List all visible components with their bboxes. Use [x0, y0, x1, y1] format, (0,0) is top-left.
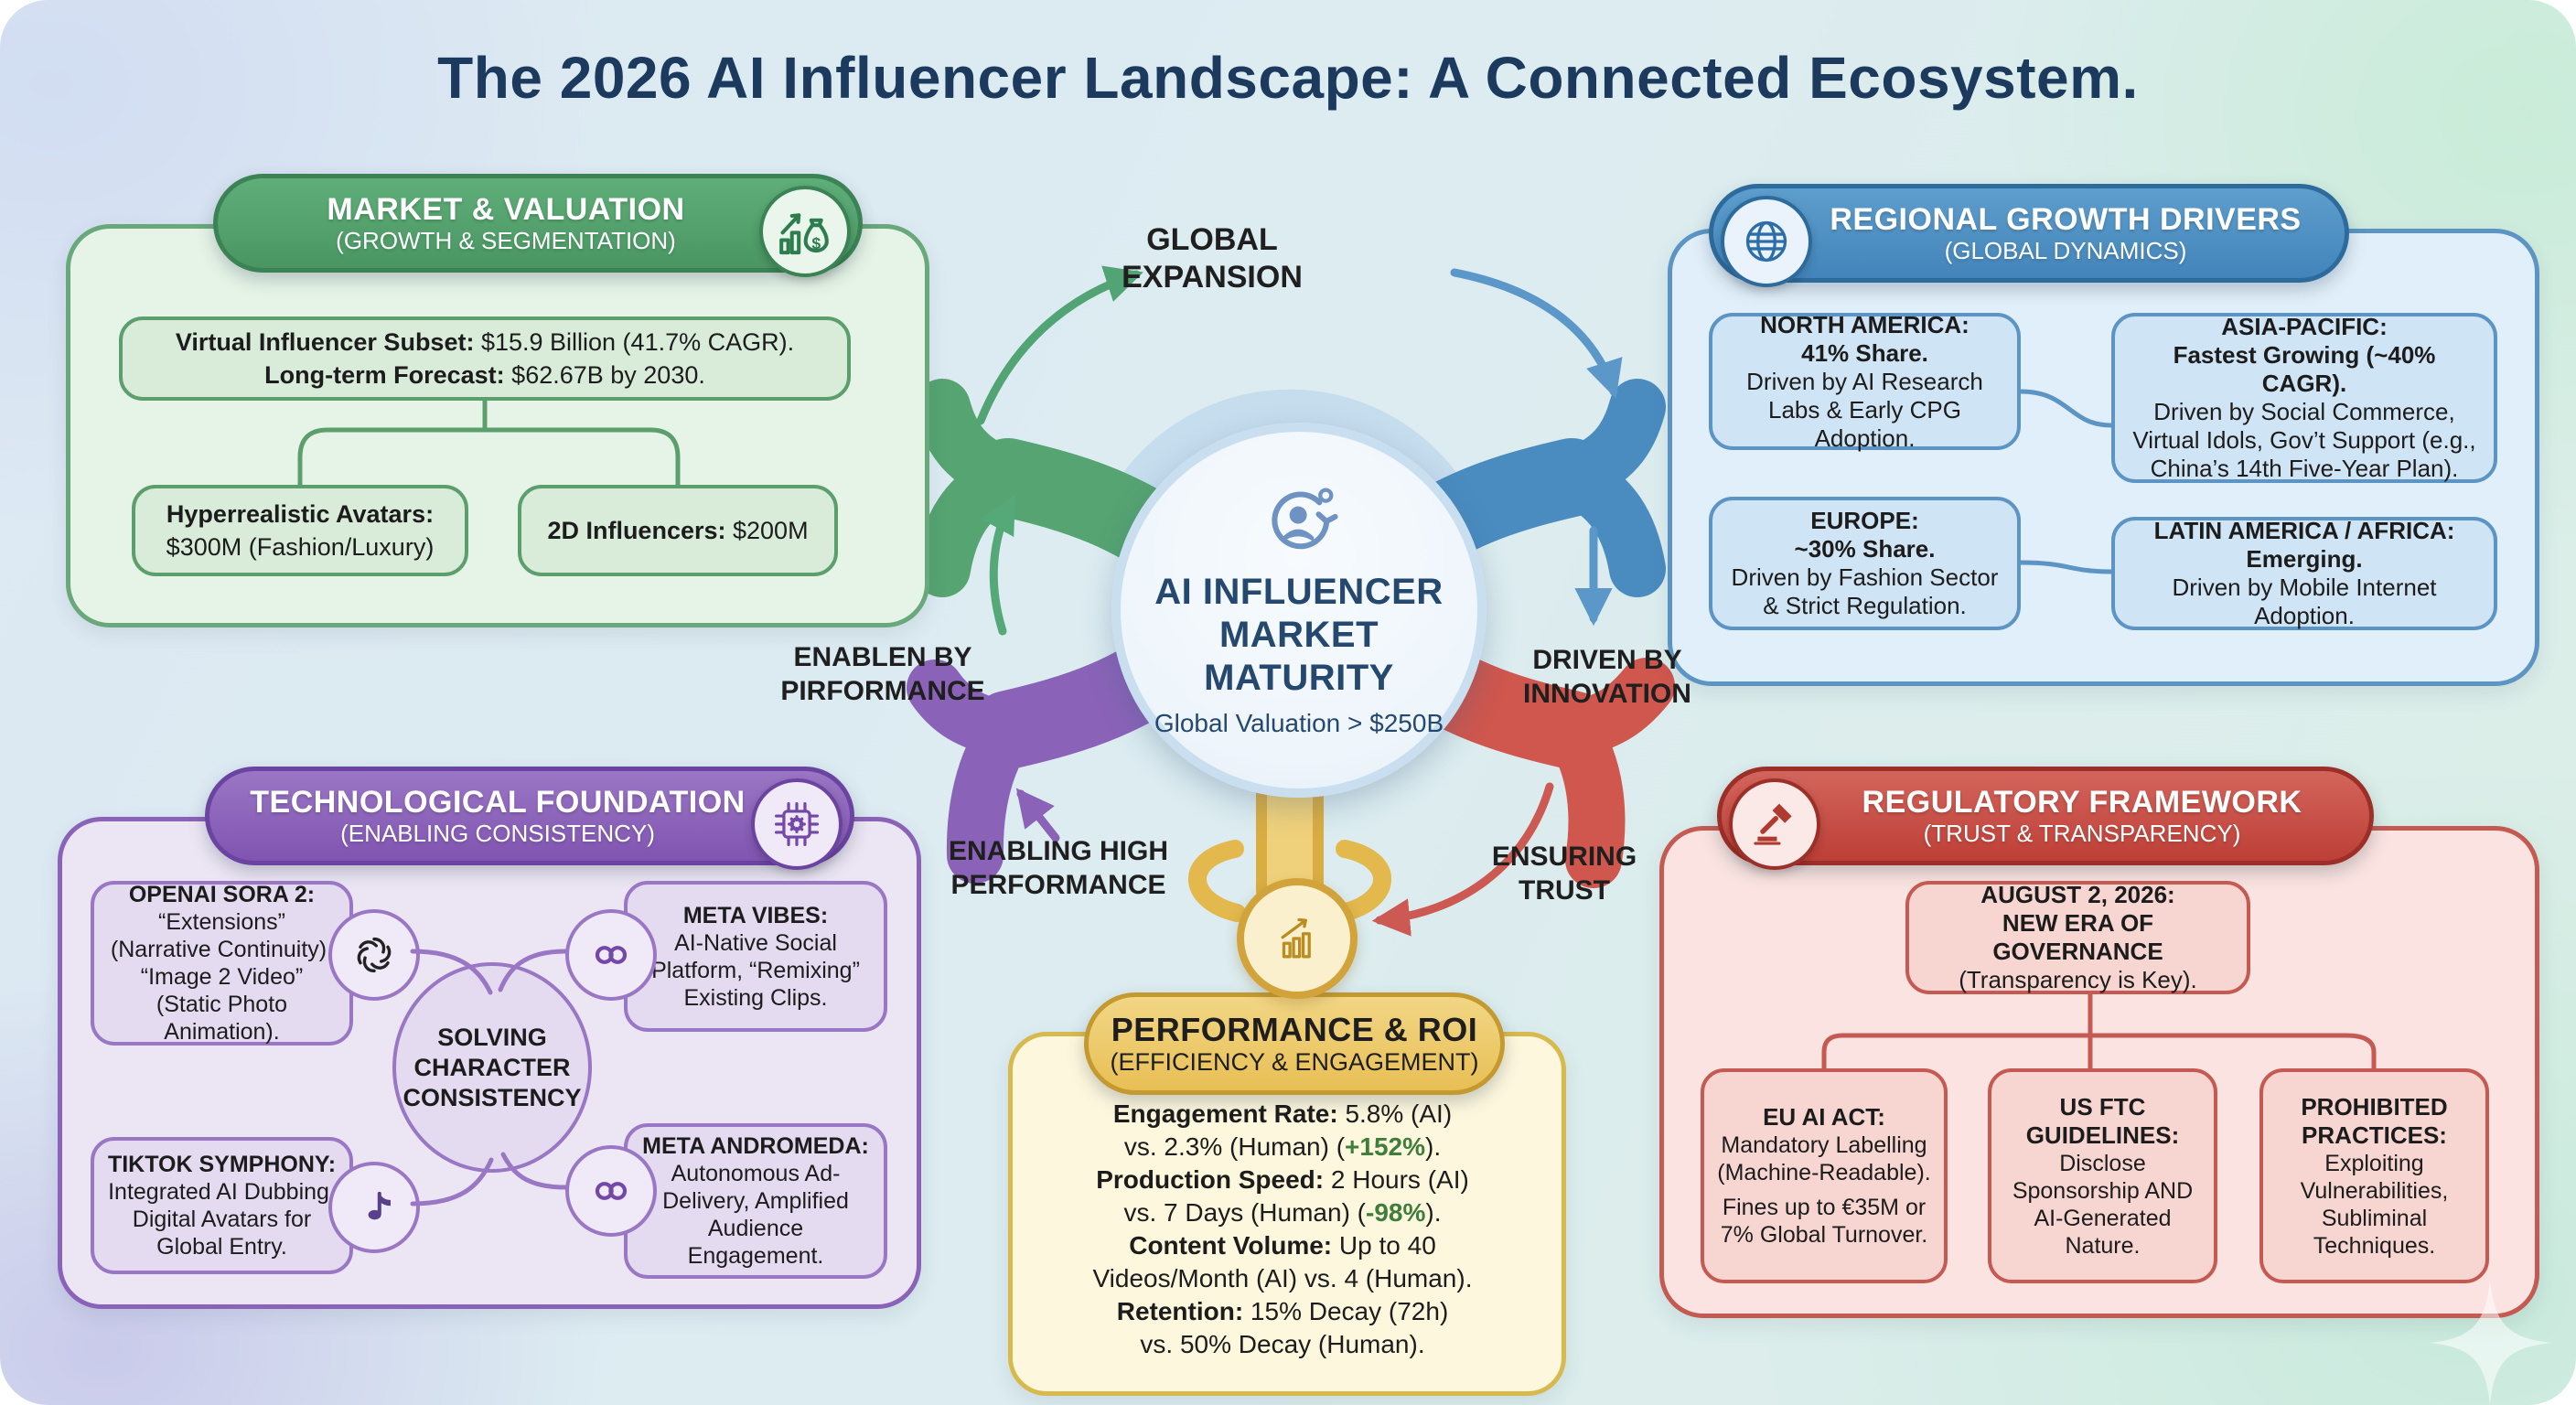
- regulatory-box-us-ftc: US FTC GUIDELINES: Disclose Sponsorship …: [1988, 1068, 2217, 1283]
- meta-infinity-icon: [565, 909, 657, 1001]
- meta-infinity-icon: [565, 1145, 657, 1237]
- regulatory-header: REGULATORY FRAMEWORK (TRUST & TRANSPAREN…: [1717, 767, 2374, 870]
- metric-retention: Retention: 15% Decay (72h) vs. 50% Decay…: [1116, 1297, 1449, 1358]
- market-header: MARKET & VALUATION (GROWTH & SEGMENTATIO…: [213, 174, 863, 277]
- label-driven-by-innovation: DRIVEN BY INNOVATION: [1523, 645, 1691, 709]
- tiktok-note-icon: [328, 1162, 420, 1253]
- tech-header: TECHNOLOGICAL FOUNDATION (ENABLING CONSI…: [205, 767, 854, 870]
- regional-box-latam-africa: LATIN AMERICA / AFRICA: Emerging. Driven…: [2111, 517, 2497, 630]
- gavel-icon: [1729, 778, 1820, 870]
- regional-header: REGIONAL GROWTH DRIVERS (GLOBAL DYNAMICS…: [1709, 184, 2349, 287]
- regulatory-header-subtitle: (TRUST & TRANSPARENCY): [1923, 819, 2241, 847]
- metric-production-speed: Production Speed: 2 Hours (AI) vs. 7 Day…: [1096, 1165, 1469, 1227]
- regional-box-asia-pacific: ASIA-PACIFIC: Fastest Growing (~40% CAGR…: [2111, 313, 2497, 483]
- market-stat-line1: Virtual Influencer Subset: $15.9 Billion…: [175, 328, 795, 356]
- market-subbox-2d: 2D Influencers: $200M: [518, 485, 838, 576]
- openai-icon: [328, 909, 420, 1001]
- ai-person-cycle-icon: [1260, 482, 1338, 565]
- metric-engagement-rate: Engagement Rate: 5.8% (AI) vs. 2.3% (Hum…: [1112, 1099, 1453, 1161]
- performance-header-subtitle: (EFFICIENCY & ENGAGEMENT): [1110, 1048, 1479, 1077]
- regional-box-north-america: NORTH AMERICA: 41% Share. Driven by AI R…: [1709, 311, 2021, 452]
- regional-box-europe: EUROPE: ~30% Share. Driven by Fashion Se…: [1709, 497, 2021, 630]
- market-main-box: Virtual Influencer Subset: $15.9 Billion…: [119, 316, 851, 401]
- performance-header-title: PERFORMANCE & ROI: [1111, 1010, 1478, 1048]
- market-header-subtitle: (GROWTH & SEGMENTATION): [336, 226, 676, 254]
- tech-box-tiktok-symphony: TIKTOK SYMPHONY: Integrated AI Dubbing, …: [91, 1137, 353, 1274]
- regulatory-box-eu-ai-act: EU AI ACT: Mandatory Labelling (Machine-…: [1701, 1068, 1948, 1283]
- regulatory-header-title: REGULATORY FRAMEWORK: [1862, 784, 2302, 820]
- market-subbox-hyperrealistic: Hyperrealistic Avatars: $300M (Fashion/L…: [132, 485, 468, 576]
- label-enabling-high-performance: ENABLING HIGH PERFORMANCE: [949, 836, 1168, 900]
- performance-metrics: Engagement Rate: 5.8% (AI) vs. 2.3% (Hum…: [1008, 1098, 1557, 1361]
- metric-content-volume: Content Volume: Up to 40 Videos/Month (A…: [1092, 1231, 1473, 1292]
- market-stat-line2: Long-term Forecast: $62.67B by 2030.: [264, 361, 705, 389]
- performance-header: PERFORMANCE & ROI (EFFICIENCY & ENGAGEME…: [1084, 992, 1505, 1095]
- page-title: The 2026 AI Influencer Landscape: A Conn…: [437, 45, 2139, 111]
- tech-center-ellipse: SOLVING CHARACTER CONSISTENCY: [392, 962, 592, 1173]
- label-global-expansion: GLOBAL EXPANSION: [1122, 222, 1303, 295]
- regional-header-title: REGIONAL GROWTH DRIVERS: [1830, 201, 2302, 237]
- tech-box-openai-sora: OPENAI SORA 2: “Extensions” (Narrative C…: [91, 881, 353, 1046]
- regional-header-subtitle: (GLOBAL DYNAMICS): [1944, 236, 2187, 264]
- tech-box-meta-andromeda: META ANDROMEDA: Autonomous Ad-Delivery, …: [624, 1123, 887, 1279]
- svg-text:$: $: [811, 234, 821, 252]
- chip-icon: [751, 778, 843, 870]
- regulatory-top-box: AUGUST 2, 2026: NEW ERA OF GOVERNANCE (T…: [1905, 881, 2250, 994]
- growth-chart-money-icon: $: [759, 186, 851, 277]
- tech-header-title: TECHNOLOGICAL FOUNDATION: [250, 784, 746, 820]
- bar-chart-icon: [1237, 878, 1358, 999]
- regulatory-box-prohibited: PROHIBITED PRACTICES: Exploiting Vulnera…: [2259, 1068, 2489, 1283]
- tech-box-meta-vibes: META VIBES: AI-Native Social Platform, “…: [624, 881, 887, 1032]
- market-header-title: MARKET & VALUATION: [327, 191, 685, 227]
- hub-valuation: Global Valuation > $250B: [1154, 709, 1444, 737]
- globe-icon: [1721, 196, 1812, 287]
- label-ensuring-trust: ENSURING TRUST: [1491, 842, 1637, 906]
- label-enabled-by-performance: ENABLEN BY PIRFORMANCE: [780, 642, 985, 706]
- hub-ai-influencer-market-maturity: AI INFLUENCER MARKET MATURITY Global Val…: [1111, 423, 1487, 798]
- tech-header-subtitle: (ENABLING CONSISTENCY): [340, 819, 655, 847]
